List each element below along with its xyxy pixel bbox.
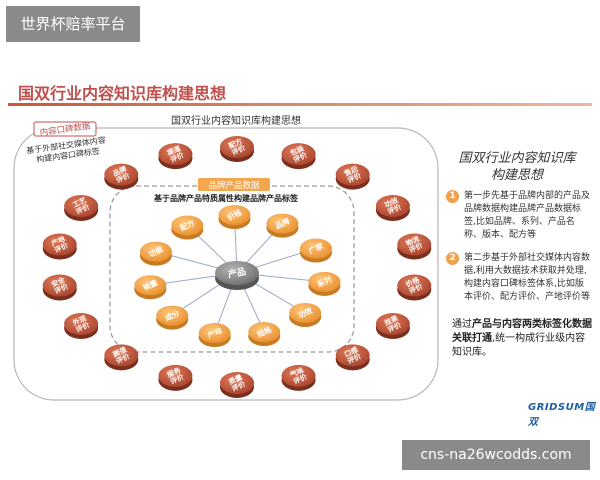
- step-2-number: 2: [446, 252, 459, 265]
- outer-node-4: 功效评价: [375, 195, 410, 221]
- outer-node-11: 服务评价: [158, 364, 193, 391]
- outer-node-1: 配方评价: [220, 136, 254, 162]
- inner-node-2: 价格: [218, 205, 251, 230]
- outer-node-6: 价格评价: [397, 274, 432, 301]
- outer-node-17: 品牌评价: [104, 163, 139, 190]
- gridsum-logo: GRIDSUM国双: [528, 402, 596, 428]
- page-title: 国双行业内容知识库构建思想: [18, 84, 227, 103]
- outer-node-13: 外观评价: [64, 313, 99, 339]
- right-panel-heading: 国双行业内容知识库 构建思想: [452, 150, 582, 184]
- summary-bold: 产品与内容两类标签化数据关联打通: [452, 319, 592, 344]
- outer-box: [13, 127, 439, 401]
- watermark: cns-na26wcodds.com: [402, 440, 590, 470]
- inner-node-3: 品牌: [266, 213, 299, 238]
- inner-node-1: 配方: [171, 215, 204, 240]
- inner-box-sub: 基于品牌产品特质属性构建品牌产品标签: [153, 193, 299, 203]
- outer-node-7: 效果评价: [375, 313, 410, 339]
- summary-post: ,统一构成行业级内容知识库。: [452, 333, 586, 358]
- site-badge: 世界杯赔率平台: [6, 6, 140, 42]
- outer-box-label-bg: [33, 121, 97, 137]
- inner-node-4: 广家: [299, 238, 332, 263]
- outer-node-10: 质量评价: [220, 372, 254, 398]
- outer-node-16: 工艺评价: [64, 195, 99, 221]
- outer-node-14: 安全评价: [42, 274, 77, 301]
- outer-node-18: 渠道评价: [158, 143, 193, 170]
- inner-node-10: 销量: [134, 275, 167, 300]
- outer-node-15: 产地评价: [42, 233, 77, 260]
- outer-node-5: 物流评价: [397, 233, 432, 260]
- summary-pre: 通过: [452, 319, 472, 330]
- step-2-text: 第二步基于外部社交媒体内容数据,利用大数据技术获取并处理,构建内容口碑标签体系,…: [464, 253, 591, 302]
- inner-box-label: 品牌产品数据: [208, 180, 260, 191]
- right-heading-line1: 国双行业内容知识库: [458, 151, 576, 166]
- inner-box-label-bg: [198, 178, 270, 191]
- inner-node-8: 产地: [198, 323, 231, 348]
- step-1-number: 1: [446, 190, 459, 203]
- knowledge-base-diagram: 国双行业内容知识库构建思想 内容口碑数据 基于外部社交媒体内容 构建内容口碑标签…: [13, 114, 439, 401]
- outer-node-2: 包装评价: [281, 143, 316, 170]
- outer-node-3: 售后评价: [335, 163, 370, 190]
- outer-node-9: 气味评价: [281, 364, 316, 391]
- title-divider: [8, 103, 592, 106]
- summary-text: 通过产品与内容两类标签化数据关联打通,统一构成行业级内容知识库。: [452, 318, 592, 360]
- step-1-text: 第一步先基于品牌内部的产品及品牌数据构建品牌产品数据标签,比如品牌、系列、产品名…: [464, 191, 591, 240]
- outer-node-8: 口感评价: [335, 344, 370, 371]
- inner-node-11: 功能: [139, 241, 172, 266]
- inner-node-7: 规格: [248, 322, 281, 347]
- center-node-label: 产品: [227, 265, 247, 280]
- inner-node-6: 功效: [289, 302, 322, 327]
- outer-box-title: 国双行业内容知识库构建思想: [171, 114, 301, 127]
- outer-node-12: 颜值评价: [104, 344, 139, 371]
- right-heading-line2: 构建思想: [490, 168, 543, 183]
- inner-node-9: 成分: [156, 305, 189, 330]
- inner-node-5: 系列: [308, 271, 341, 296]
- center-node: 产品: [215, 261, 259, 290]
